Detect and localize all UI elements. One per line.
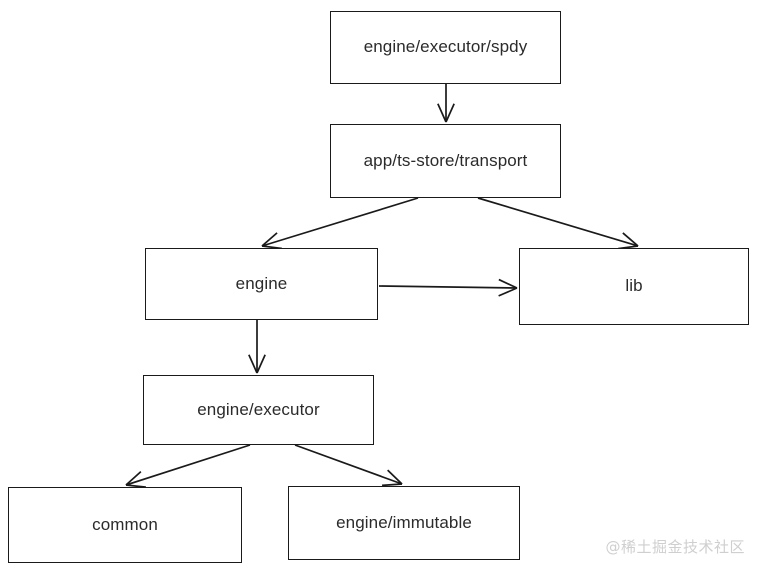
edge-spdy-to-transport [437,84,455,123]
node-label: engine [235,273,288,293]
node-engine[interactable]: engine [145,248,378,320]
watermark: @稀土掘金技术社区 [605,538,745,556]
node-label: common [92,514,158,534]
node-label: engine/executor [197,399,320,419]
edge-transport-to-lib [477,197,639,250]
edge-executor-to-immutable [294,444,403,487]
node-lib[interactable]: lib [519,248,749,325]
node-app-ts-store-transport[interactable]: app/ts-store/transport [330,124,561,198]
node-label: engine/executor/spdy [363,37,528,57]
node-engine-executor[interactable]: engine/executor [143,375,374,445]
node-common[interactable]: common [8,487,242,563]
edge-transport-to-engine [261,197,419,250]
node-label: engine/immutable [336,512,472,532]
node-label: app/ts-store/transport [363,150,528,170]
node-label: lib [625,276,643,296]
edge-executor-to-common [125,444,251,489]
node-engine-immutable[interactable]: engine/immutable [288,486,520,560]
node-engine-executor-spdy[interactable]: engine/executor/spdy [330,11,561,84]
edge-engine-to-lib [378,278,518,297]
edge-engine-to-executor [248,320,266,374]
